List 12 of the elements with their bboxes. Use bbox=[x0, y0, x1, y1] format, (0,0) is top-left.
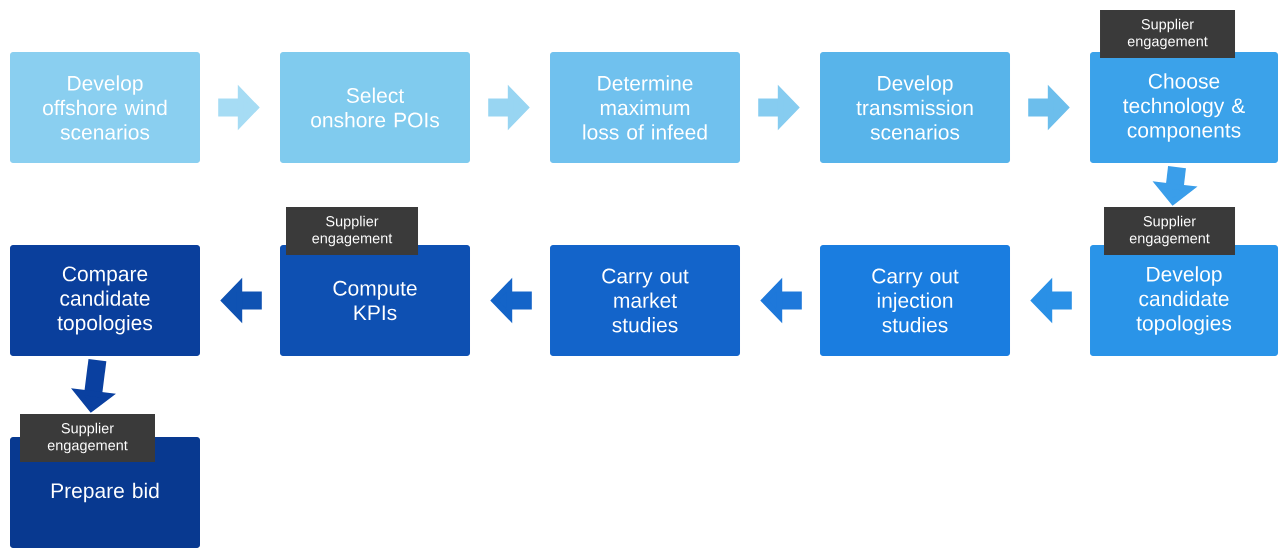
process-box: Determine maximum loss of infeed bbox=[550, 52, 740, 163]
supplier-tag: Supplier engagement bbox=[286, 207, 418, 255]
supplier-tag: Supplier engagement bbox=[1100, 10, 1235, 58]
process-box: Carry out market studies bbox=[550, 245, 740, 356]
process-box: Choose technology & components bbox=[1090, 52, 1278, 163]
process-box: Develop offshore wind scenarios bbox=[10, 52, 200, 163]
process-box: Compare candidate topologies bbox=[10, 245, 200, 356]
supplier-tag: Supplier engagement bbox=[1104, 207, 1235, 255]
process-box: Carry out injection studies bbox=[820, 245, 1010, 356]
process-box: Select onshore POIs bbox=[280, 52, 470, 163]
process-box: Develop transmission scenarios bbox=[820, 52, 1010, 163]
supplier-tag: Supplier engagement bbox=[20, 414, 155, 462]
